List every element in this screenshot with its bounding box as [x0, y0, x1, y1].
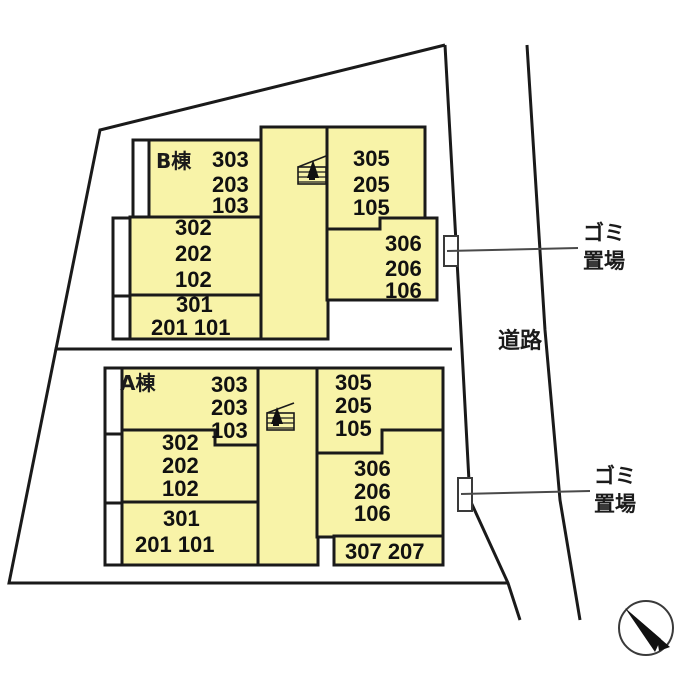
b-label-205: 205: [353, 172, 390, 197]
a-label-106: 106: [354, 501, 391, 526]
b-label-206: 206: [385, 256, 422, 281]
lower-parcel-boundary: [7, 347, 508, 585]
waste-station-upper-label-line2: 置場: [583, 249, 625, 273]
stair-up-icon: [297, 155, 327, 185]
road-right-edge: [525, 44, 582, 621]
b-label-201-101: 201 101: [151, 315, 231, 340]
waste-station-upper-leader: [446, 247, 579, 252]
north-arrow-needle-body: [625, 608, 661, 652]
a-label-206: 206: [354, 479, 391, 504]
b-corridor-core[interactable]: [259, 125, 330, 341]
a-unit-block-306[interactable]: [315, 428, 445, 539]
b-label-306: 306: [385, 231, 422, 256]
building-b-labels: B棟 303 203 103 302 202 102 301 201 101 3…: [151, 146, 422, 340]
a-label-302: 302: [162, 430, 199, 455]
waste-station-upper-label-line1: ゴミ: [583, 221, 625, 245]
a-balcony-strip-mid: [103, 432, 125, 506]
waste-station-lower[interactable]: ゴミ 置場: [457, 464, 636, 516]
b-label-305: 305: [353, 146, 390, 171]
building-b-name: B棟: [156, 149, 192, 173]
stair-up-icon: [266, 402, 295, 431]
a-label-301: 301: [163, 506, 200, 531]
b-label-203: 203: [212, 172, 249, 197]
north-arrow: [618, 600, 674, 656]
b-label-303: 303: [212, 147, 249, 172]
a-corridor-core[interactable]: [256, 366, 320, 567]
b-unit-block-305[interactable]: [325, 125, 427, 231]
b-label-302: 302: [175, 215, 212, 240]
b-balcony-strip-mid: [111, 216, 133, 298]
a-label-307-207: 307 207: [345, 539, 425, 564]
waste-station-lower-leader: [460, 490, 591, 495]
a-label-305: 305: [335, 370, 372, 395]
a-label-105: 105: [335, 416, 372, 441]
waste-station-upper[interactable]: ゴミ 置場: [443, 221, 625, 273]
b-label-106: 106: [385, 278, 422, 303]
road-label: 道路: [498, 328, 543, 354]
a-label-102: 102: [162, 476, 199, 501]
building-b-group[interactable]: [111, 125, 439, 341]
a-label-306: 306: [354, 456, 391, 481]
building-a-name: A棟: [120, 371, 156, 395]
b-label-105: 105: [353, 195, 390, 220]
b-label-103: 103: [212, 193, 249, 218]
a-balcony-strip-bot: [103, 501, 125, 567]
b-label-301: 301: [176, 292, 213, 317]
a-label-303: 303: [211, 372, 248, 397]
lower-parcel-outline: [7, 347, 508, 585]
a-label-103: 103: [211, 418, 248, 443]
a-unit-block-307[interactable]: [332, 534, 445, 567]
building-a-labels: A棟 303 203 103 302 202 102 301 201 101 3…: [120, 370, 425, 564]
b-balcony-strip-top: [131, 138, 152, 219]
building-a-group[interactable]: [103, 366, 445, 567]
a-label-205: 205: [335, 393, 372, 418]
waste-station-lower-label-line1: ゴミ: [594, 464, 636, 488]
a-label-202: 202: [162, 453, 199, 478]
a-label-201-101: 201 101: [135, 532, 215, 557]
b-balcony-strip-bot: [111, 294, 133, 341]
b-unit-block-306[interactable]: [325, 216, 439, 302]
b-label-202: 202: [175, 241, 212, 266]
b-label-102: 102: [175, 267, 212, 292]
a-label-203: 203: [211, 395, 248, 420]
waste-station-lower-label-line2: 置場: [594, 492, 636, 516]
